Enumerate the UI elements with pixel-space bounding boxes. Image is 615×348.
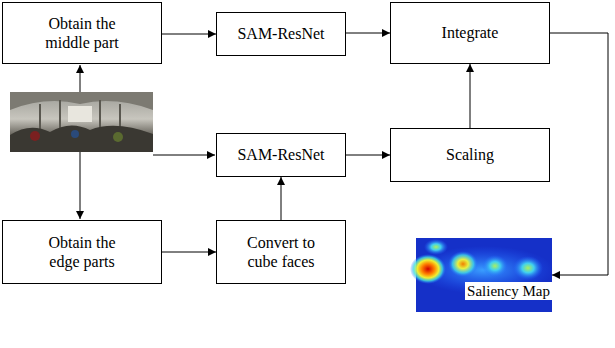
caption-label: Saliency Map — [465, 282, 552, 300]
flow-arrow — [162, 252, 216, 253]
process-box: Obtain the middle part — [2, 2, 162, 64]
panorama-image — [10, 92, 153, 152]
flow-arrow — [162, 34, 216, 35]
box-label: Convert to cube faces — [231, 233, 331, 271]
process-box: Integrate — [390, 2, 550, 64]
flow-arrow — [346, 155, 390, 156]
output-map: Saliency Map — [416, 238, 552, 344]
box-label: Obtain the middle part — [27, 14, 137, 52]
flow-arrow — [550, 33, 608, 275]
process-box: Obtain the edge parts — [2, 220, 162, 284]
box-label: Obtain the edge parts — [32, 233, 132, 271]
flow-arrow — [346, 33, 390, 34]
flow-arrow — [470, 64, 471, 128]
box-label: Scaling — [446, 145, 494, 164]
network-box: SAM-ResNet — [216, 12, 346, 56]
box-label: SAM-ResNet — [237, 145, 324, 164]
box-label: SAM-ResNet — [237, 24, 324, 43]
flow-arrow — [281, 177, 282, 220]
saliency-image — [410, 238, 554, 312]
process-box: Scaling — [390, 128, 550, 182]
network-box: SAM-ResNet — [216, 133, 346, 177]
process-box: Convert to cube faces — [216, 220, 346, 284]
input-arrows — [80, 65, 215, 219]
box-label: Integrate — [442, 23, 499, 42]
